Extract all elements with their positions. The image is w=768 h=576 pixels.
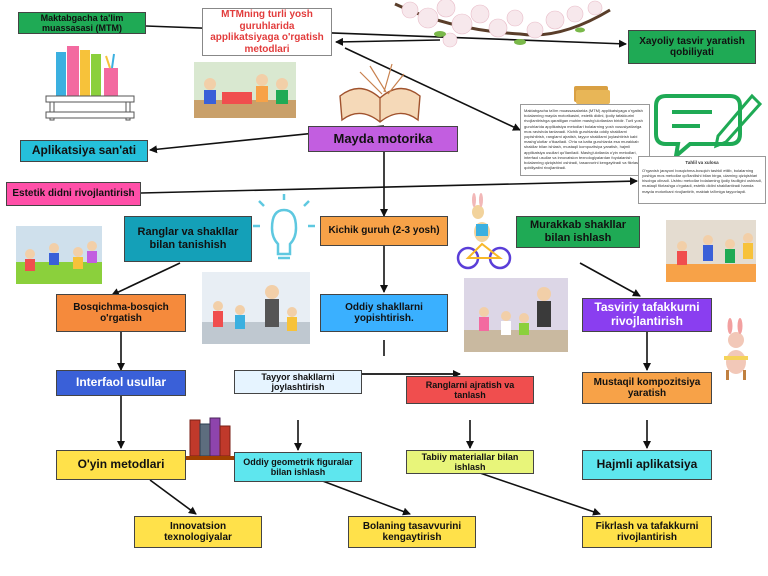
photo-activity [464,278,568,352]
photo-classroom-3 [666,220,756,282]
node-mustaqil-kompozitsiya: Mustaqil kompozitsiya yaratish [582,372,712,404]
folder-icon [574,86,610,104]
photo-classroom-2 [16,226,102,284]
edge-estetik-to-doc2 [140,177,638,194]
node-estetik-did: Estetik didni rivojlantirish [6,182,141,206]
node-tasviriy-tafakkur: Tasviriy tafakkurni rivojlantirish [582,298,712,332]
conclusion-title: Tahlil va xulosa [685,160,719,165]
edge-tabiiy-to-fikrlash [479,472,601,516]
blossom-icon [394,0,611,48]
node-geometrik: Oddiy geometrik figuralar bilan ishlash [234,452,362,482]
open-book-icon [339,63,421,123]
node-ranglar-shakllar: Ranglar va shakllar bilan tanishish [124,216,252,262]
node-aplikatsiya-sanati: Aplikatsiya san'ati [20,140,148,162]
lightbulb-icon [253,194,315,260]
node-bolaning-tasavvuri: Bolaning tasavvurini kengaytirish [348,516,476,548]
node-maktabgacha: Maktabgacha ta'lim muassasasi (MTM) [18,12,146,34]
edge-ranglar-to-bosqich [111,262,181,296]
node-fikrlash: Fikrlash va tafakkurni rivojlantirish [582,516,712,548]
node-xayoliy: Xayoliy tasvir yaratish qobiliyati [628,30,756,64]
node-mayda-motorika: Mayda motorika [308,126,458,152]
node-innovatsion: Innovatsion texnologiyalar [134,516,262,548]
edge-xayoliy-to-title [335,37,441,46]
book-stack-icon [186,417,236,460]
edge-oyin-to-innovatsion [149,479,197,515]
node-interfaol: Interfaol usullar [56,370,186,396]
conclusion-document: Tahlil va xulosa O'rganish jarayoni bosq… [638,156,766,204]
bunny-bicycle-icon [456,193,512,270]
node-murakkab-shakllar: Murakkab shakllar bilan ishlash [516,216,640,248]
node-tabiiy-materiallar: Tabiiy materiallar bilan ishlash [406,450,534,474]
edge-murakkab-to-tasviriy [579,262,641,297]
photo-classroom-1 [194,62,296,118]
books-icon [45,46,135,121]
node-tayyor-shakllar: Tayyor shakllarni joylashtirish [234,370,362,394]
bunny-icon [724,318,748,380]
node-oyin-metodlari: O'yin metodlari [56,450,186,480]
conclusion-text: O'rganish jarayoni bosqichma-bosqich tas… [642,167,762,194]
node-bosqichma: Bosqichma-bosqich o'rgatish [56,294,186,332]
summary-document: Maktabgacha ta'lim muassasalarida (MTM) … [520,104,650,176]
node-oddiy-yopishtirish: Oddiy shakllarni yopishtirish. [320,294,448,332]
edge-title-to-doc [344,47,521,131]
photo-teacher [202,272,310,344]
node-kichik-guruh: Kichik guruh (2-3 yosh) [320,216,448,246]
chat-pencil-icon [654,93,763,162]
diagram-title: MTMning turli yosh guruhlarida applikats… [202,8,332,56]
summary-document-text: Maktabgacha ta'lim muassasalarida (MTM) … [524,108,643,171]
edge-geometrik-to-bolaning [319,479,411,516]
node-ranglarni-ajratish: Ranglarni ajratish va tanlash [406,376,534,404]
node-hajmli-aplikatsiya: Hajmli aplikatsiya [582,450,712,480]
